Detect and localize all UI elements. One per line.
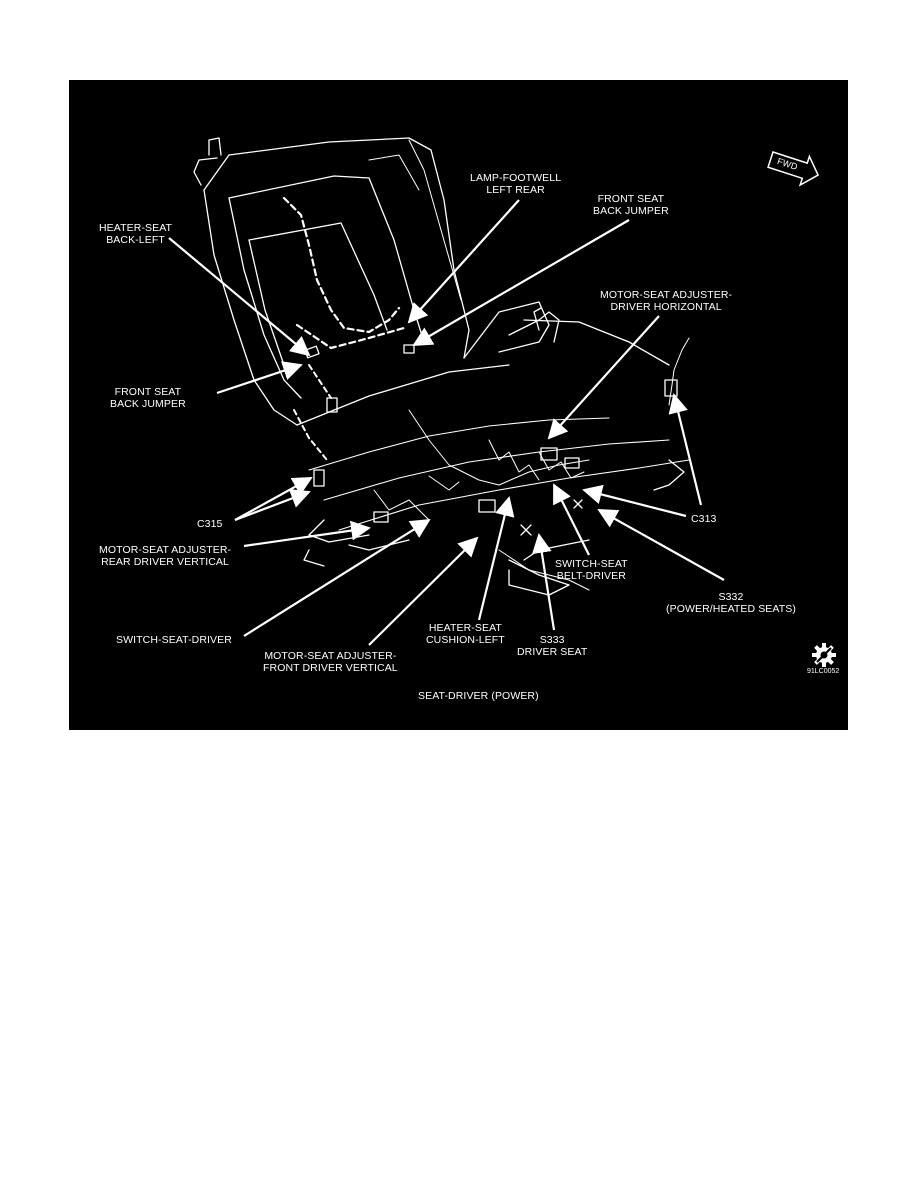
- diagram-artwork: [168, 137, 836, 667]
- label-switch-seat-driver: SWITCH-SEAT-DRIVER: [116, 634, 232, 646]
- leader-c313-b: [668, 393, 703, 506]
- leader-s332: [597, 509, 725, 581]
- label-s333-driver-seat: S333 DRIVER SEAT: [517, 634, 588, 658]
- fwd-arrow-icon: [767, 151, 820, 187]
- label-heater-seat-back-left: HEATER-SEAT BACK-LEFT: [99, 222, 173, 246]
- label-c315: C315: [197, 518, 223, 530]
- callout-leaders: [168, 199, 725, 646]
- leader-c315-a: [234, 477, 313, 521]
- leader-motor-rear-vertical: [243, 520, 371, 548]
- leader-s333: [532, 533, 556, 631]
- leader-front-seat-back-jumper-left: [216, 361, 303, 395]
- leader-motor-front-vertical: [368, 536, 479, 646]
- label-motor-seat-adjuster-driver-horizontal: MOTOR-SEAT ADJUSTER- DRIVER HORIZONTAL: [600, 289, 733, 313]
- figure-caption: SEAT-DRIVER (POWER): [418, 690, 539, 702]
- leader-c315-b: [234, 489, 311, 522]
- leader-front-seat-back-jumper-top: [412, 219, 630, 346]
- leader-switch-seat-belt: [553, 483, 590, 556]
- label-c313: C313: [691, 513, 717, 525]
- figure-id: 91LC0052: [807, 668, 840, 675]
- label-lamp-footwell-left-rear: LAMP-FOOTWELL LEFT REAR: [470, 172, 562, 196]
- leader-motor-horizontal: [547, 315, 660, 440]
- label-front-seat-back-jumper-left: FRONT SEAT BACK JUMPER: [110, 386, 186, 410]
- label-motor-seat-adjuster-front-driver-vertical: MOTOR-SEAT ADJUSTER- FRONT DRIVER VERTIC…: [263, 650, 398, 674]
- gear-icon: [812, 643, 836, 667]
- label-switch-seat-belt-driver: SWITCH-SEAT BELT-DRIVER: [555, 558, 628, 582]
- leader-c313-a: [582, 484, 687, 518]
- label-motor-seat-adjuster-rear-driver-vertical: MOTOR-SEAT ADJUSTER- REAR DRIVER VERTICA…: [99, 544, 232, 568]
- label-heater-seat-cushion-left: HEATER-SEAT CUSHION-LEFT: [426, 622, 505, 646]
- leader-switch-seat-driver: [243, 518, 431, 637]
- label-s332-power-heated-seats: S332 (POWER/HEATED SEATS): [666, 591, 796, 615]
- label-front-seat-back-jumper-top: FRONT SEAT BACK JUMPER: [593, 193, 669, 217]
- leader-heater-seat-back-left: [168, 237, 311, 357]
- seat-wiring-diagram: LAMP-FOOTWELL LEFT REAR FRONT SEAT BACK …: [69, 80, 848, 730]
- leader-heater-seat-cushion: [477, 496, 515, 621]
- leader-lamp-footwell: [407, 199, 520, 324]
